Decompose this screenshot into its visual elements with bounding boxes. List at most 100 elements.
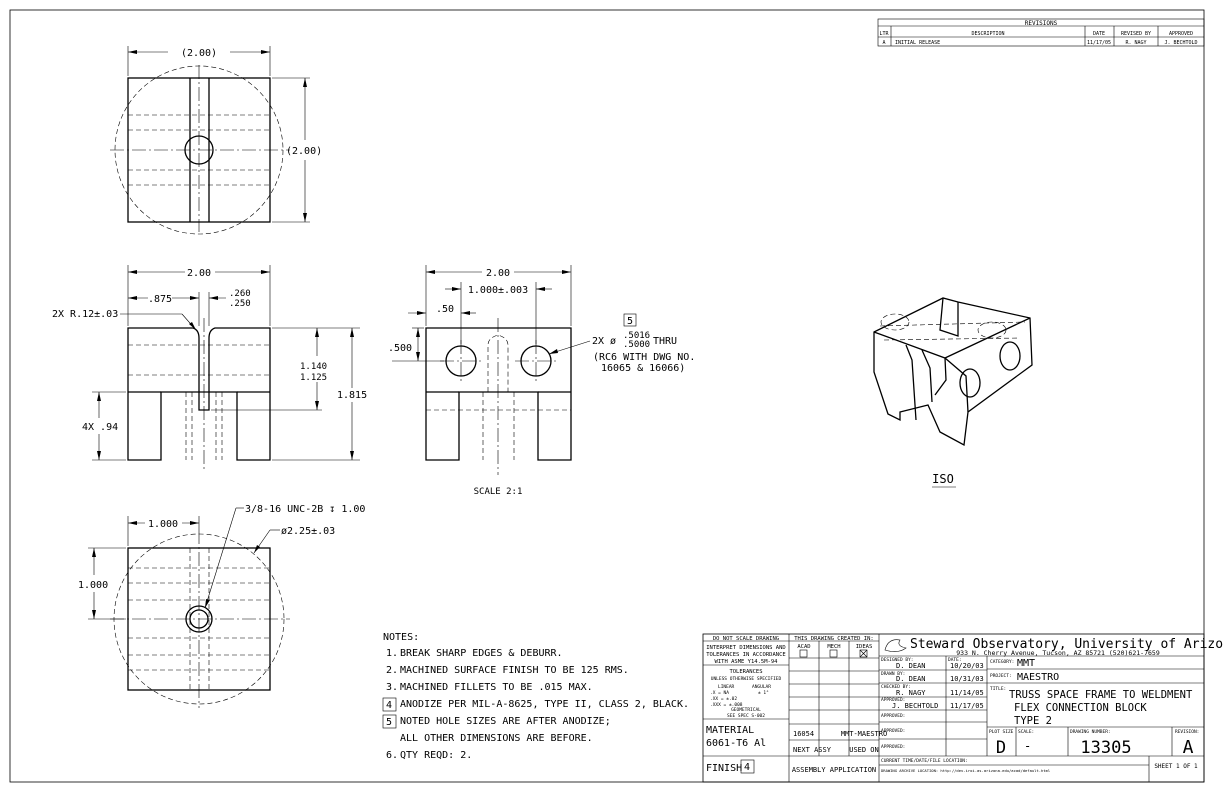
side-hole-prefix: 2X ø <box>592 336 616 347</box>
tb-used-on: USED ON <box>849 746 879 754</box>
dim-bottom-tap: 3/8-16 UNC-2B ↧ 1.00 <box>245 504 365 515</box>
note-num-1: 1. <box>386 648 398 659</box>
dim-front-width: 2.00 <box>187 268 211 279</box>
note-text-1: BREAK SHARP EDGES & DEBURR. <box>400 648 563 659</box>
tb-next-assy: NEXT ASSY <box>793 746 832 754</box>
dim-side-500: .500 <box>388 343 412 354</box>
tb-tol-title: TOLERANCES <box>729 669 762 675</box>
tb-approved-label-1: APPROVED: <box>881 697 905 703</box>
note-text-4: ANODIZE PER MIL-A-8625, TYPE II, CLASS 2… <box>400 699 689 710</box>
tb-date-label: DATE: <box>948 657 962 663</box>
title-block: DO NOT SCALE DRAWING INTERPRET DIMENSION… <box>702 633 1224 783</box>
rev-header-ltr: LTR <box>879 31 889 37</box>
tb-do-not-scale: DO NOT SCALE DRAWING <box>713 636 779 642</box>
dim-side-spacing: 1.000±.003 <box>468 285 528 296</box>
tb-approved-label-3: APPROVED: <box>881 728 905 734</box>
revisions-title: REVISIONS <box>1025 20 1058 27</box>
tb-used-on-value: MMT-MAESTRO <box>841 730 887 738</box>
side-view: 2.00 1.000±.003 .50 .500 5 2X ø .5016 .5… <box>388 265 695 497</box>
dim-bottom-1000-h: 1.000 <box>148 519 178 530</box>
notes-title: NOTES: <box>383 632 419 643</box>
tb-next-assy-value: 16054 <box>793 730 814 738</box>
dim-side-width: 2.00 <box>486 268 510 279</box>
side-hole-upper: .5016 <box>623 331 650 341</box>
rev-row-approved: J. BECHTOLD <box>1164 40 1197 46</box>
iso-view: ISO <box>873 297 1033 488</box>
tb-project-label: PROJECT: <box>990 673 1012 679</box>
tb-drawn-by: D. DEAN <box>896 675 926 683</box>
tb-approved-by: J. BECHTOLD <box>892 702 938 710</box>
tb-tol-x: .X = NA <box>710 690 729 696</box>
tb-sheet: SHEET 1 OF 1 <box>1154 763 1198 770</box>
dim-front-radius: 2X R.12±.03 <box>52 309 118 320</box>
tb-approved-label-4: APPROVED: <box>881 744 905 750</box>
tb-checked-by-label: CHECKED BY: <box>881 684 911 690</box>
tb-tol-angular: ANGULAR <box>752 684 771 690</box>
dim-top-height: (2.00) <box>286 146 322 157</box>
dim-front-depth-upper: 1.140 <box>300 362 327 372</box>
tb-designed-by-label: DESIGNED BY: <box>881 657 914 663</box>
tb-material-label: MATERIAL <box>706 725 754 736</box>
sheet-border <box>9 9 1205 783</box>
tb-created-in: THIS DRAWING CREATED IN: <box>794 636 873 642</box>
dim-front-height: 1.815 <box>337 390 367 401</box>
rev-row-date: 11/17/05 <box>1087 40 1111 46</box>
tb-checked-date: 11/14/05 <box>950 689 984 697</box>
tb-scale: - <box>1024 739 1031 753</box>
side-hole-lower: .5000 <box>623 340 650 350</box>
note-num-6: 6. <box>386 750 398 761</box>
tb-tol-linear: LINEAR <box>718 684 735 690</box>
tb-cad-acad: ACAD <box>797 644 810 650</box>
tb-org-address: 933 N. Cherry Avenue, Tucson, AZ 85721 (… <box>956 649 1160 657</box>
dim-front-leg: 4X .94 <box>82 422 118 433</box>
tb-revision: A <box>1183 737 1194 758</box>
dim-top-width: (2.00) <box>181 48 217 59</box>
tb-tol-sub: UNLESS OTHERWISE SPECIFIED <box>711 676 782 682</box>
notes-block: NOTES: 1. BREAK SHARP EDGES & DEBURR. 2.… <box>382 632 689 761</box>
note-num-3: 3. <box>386 682 398 693</box>
tb-drawn-by-label: DRAWN BY: <box>881 671 905 677</box>
side-hole-suffix: THRU <box>653 336 677 347</box>
tb-interpret-1: INTERPRET DIMENSIONS AND <box>706 645 785 651</box>
dim-bottom-1000-v: 1.000 <box>78 580 108 591</box>
rev-row-revised-by: R. NAGY <box>1125 40 1146 46</box>
tb-interpret-3: WITH ASME Y14.5M-94 <box>715 659 779 665</box>
tb-tol-ang: ± 1° <box>758 690 769 696</box>
tb-acad-checkbox <box>799 649 808 658</box>
tb-plot-size-label: PLOT SIZE <box>989 729 1014 735</box>
observatory-logo <box>884 639 907 652</box>
rev-header-revised-by: REVISED BY <box>1121 31 1151 37</box>
scale-label: SCALE 2:1 <box>474 487 523 497</box>
rev-row-description: INITIAL RELEASE <box>895 40 940 46</box>
top-view: (2.00) (2.00) <box>110 46 322 235</box>
tb-category-label: CATEGORY: <box>990 659 1014 665</box>
note-num-4: 4 <box>386 700 392 711</box>
tb-material-value: 6061-T6 Al <box>706 738 766 749</box>
note-num-5: 5 <box>386 717 392 728</box>
rev-header-approved: APPROVED <box>1169 31 1193 37</box>
dim-front-depth-lower: 1.125 <box>300 373 327 383</box>
dim-front-slot-lower: .250 <box>229 299 251 309</box>
tb-tol-xxx: .XXX = ±.008 <box>710 702 743 708</box>
note-text-6: QTY REQD: 2. <box>400 750 472 761</box>
tb-finish-flag: 4 <box>744 762 750 773</box>
tb-tol-spec: SEE SPEC S-002 <box>727 713 765 719</box>
tb-archive-label: DRAWING ARCHIVE LOCATION: http://dev-iro… <box>881 768 1050 773</box>
side-flag: 5 <box>627 316 633 327</box>
rev-header-date: DATE <box>1093 31 1105 37</box>
tb-revision-label: REVISION: <box>1175 729 1199 735</box>
revisions-table: REVISIONS LTR DESCRIPTION DATE REVISED B… <box>877 18 1205 47</box>
note-text-5b: ALL OTHER DIMENSIONS ARE BEFORE. <box>400 733 593 744</box>
tb-plot-size: D <box>996 738 1006 758</box>
tb-org-name: Steward Observatory, University of Arizo… <box>910 637 1224 652</box>
tb-drawing-number: 13305 <box>1080 738 1131 758</box>
front-view: 2.00 .875 .260 .250 2X R.12±.03 1.140 1.… <box>52 265 367 470</box>
tb-category: MMT <box>1017 658 1035 669</box>
note-text-2: MACHINED SURFACE FINISH TO BE 125 RMS. <box>400 665 629 676</box>
tb-title-line3: TYPE 2 <box>1014 715 1052 727</box>
tb-finish-label: FINISH <box>706 763 742 774</box>
tb-title-label: TITLE: <box>990 686 1006 692</box>
tb-drawing-number-label: DRAWING NUMBER: <box>1070 729 1111 735</box>
tb-title-line2: FLEX CONNECTION BLOCK <box>1014 702 1147 714</box>
